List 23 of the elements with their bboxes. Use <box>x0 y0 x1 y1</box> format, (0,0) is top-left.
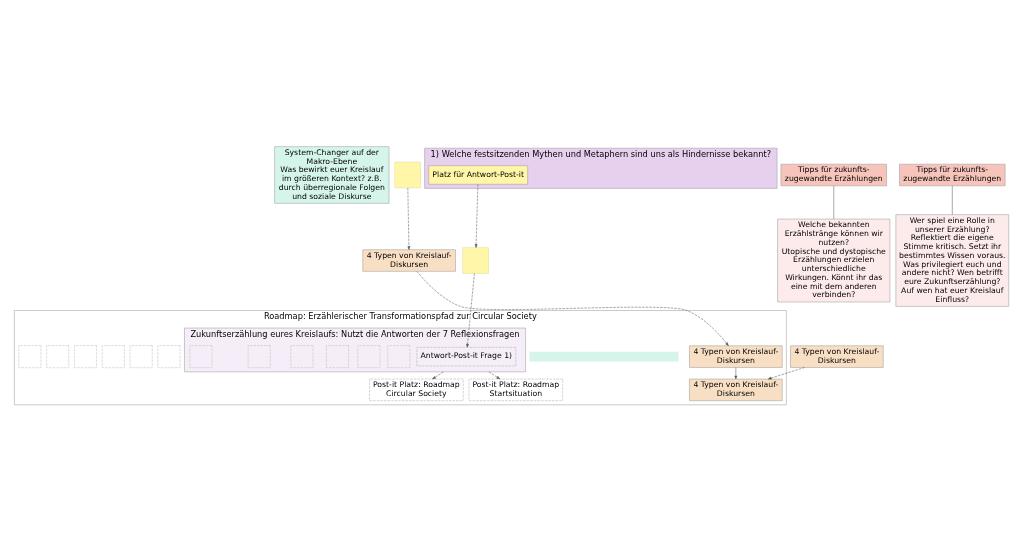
node-box <box>74 344 97 368</box>
node-box <box>157 344 181 368</box>
node-box <box>18 344 42 368</box>
arrow <box>466 272 475 347</box>
arrow <box>734 366 738 379</box>
node-box <box>189 344 213 368</box>
arrow <box>474 183 479 248</box>
arrow <box>432 371 444 379</box>
node-box <box>462 246 489 274</box>
node-box <box>387 344 411 368</box>
arrow <box>488 371 501 379</box>
arrow <box>767 366 805 379</box>
node-box <box>102 344 125 368</box>
node-box <box>326 344 349 368</box>
node-bar <box>529 351 679 362</box>
node-box <box>129 344 153 368</box>
node-box <box>394 161 421 188</box>
node-box <box>357 344 381 368</box>
node-box <box>290 344 314 368</box>
node-box <box>46 344 70 368</box>
node-box <box>247 344 271 368</box>
arrow <box>407 187 411 250</box>
arrow <box>416 270 729 346</box>
